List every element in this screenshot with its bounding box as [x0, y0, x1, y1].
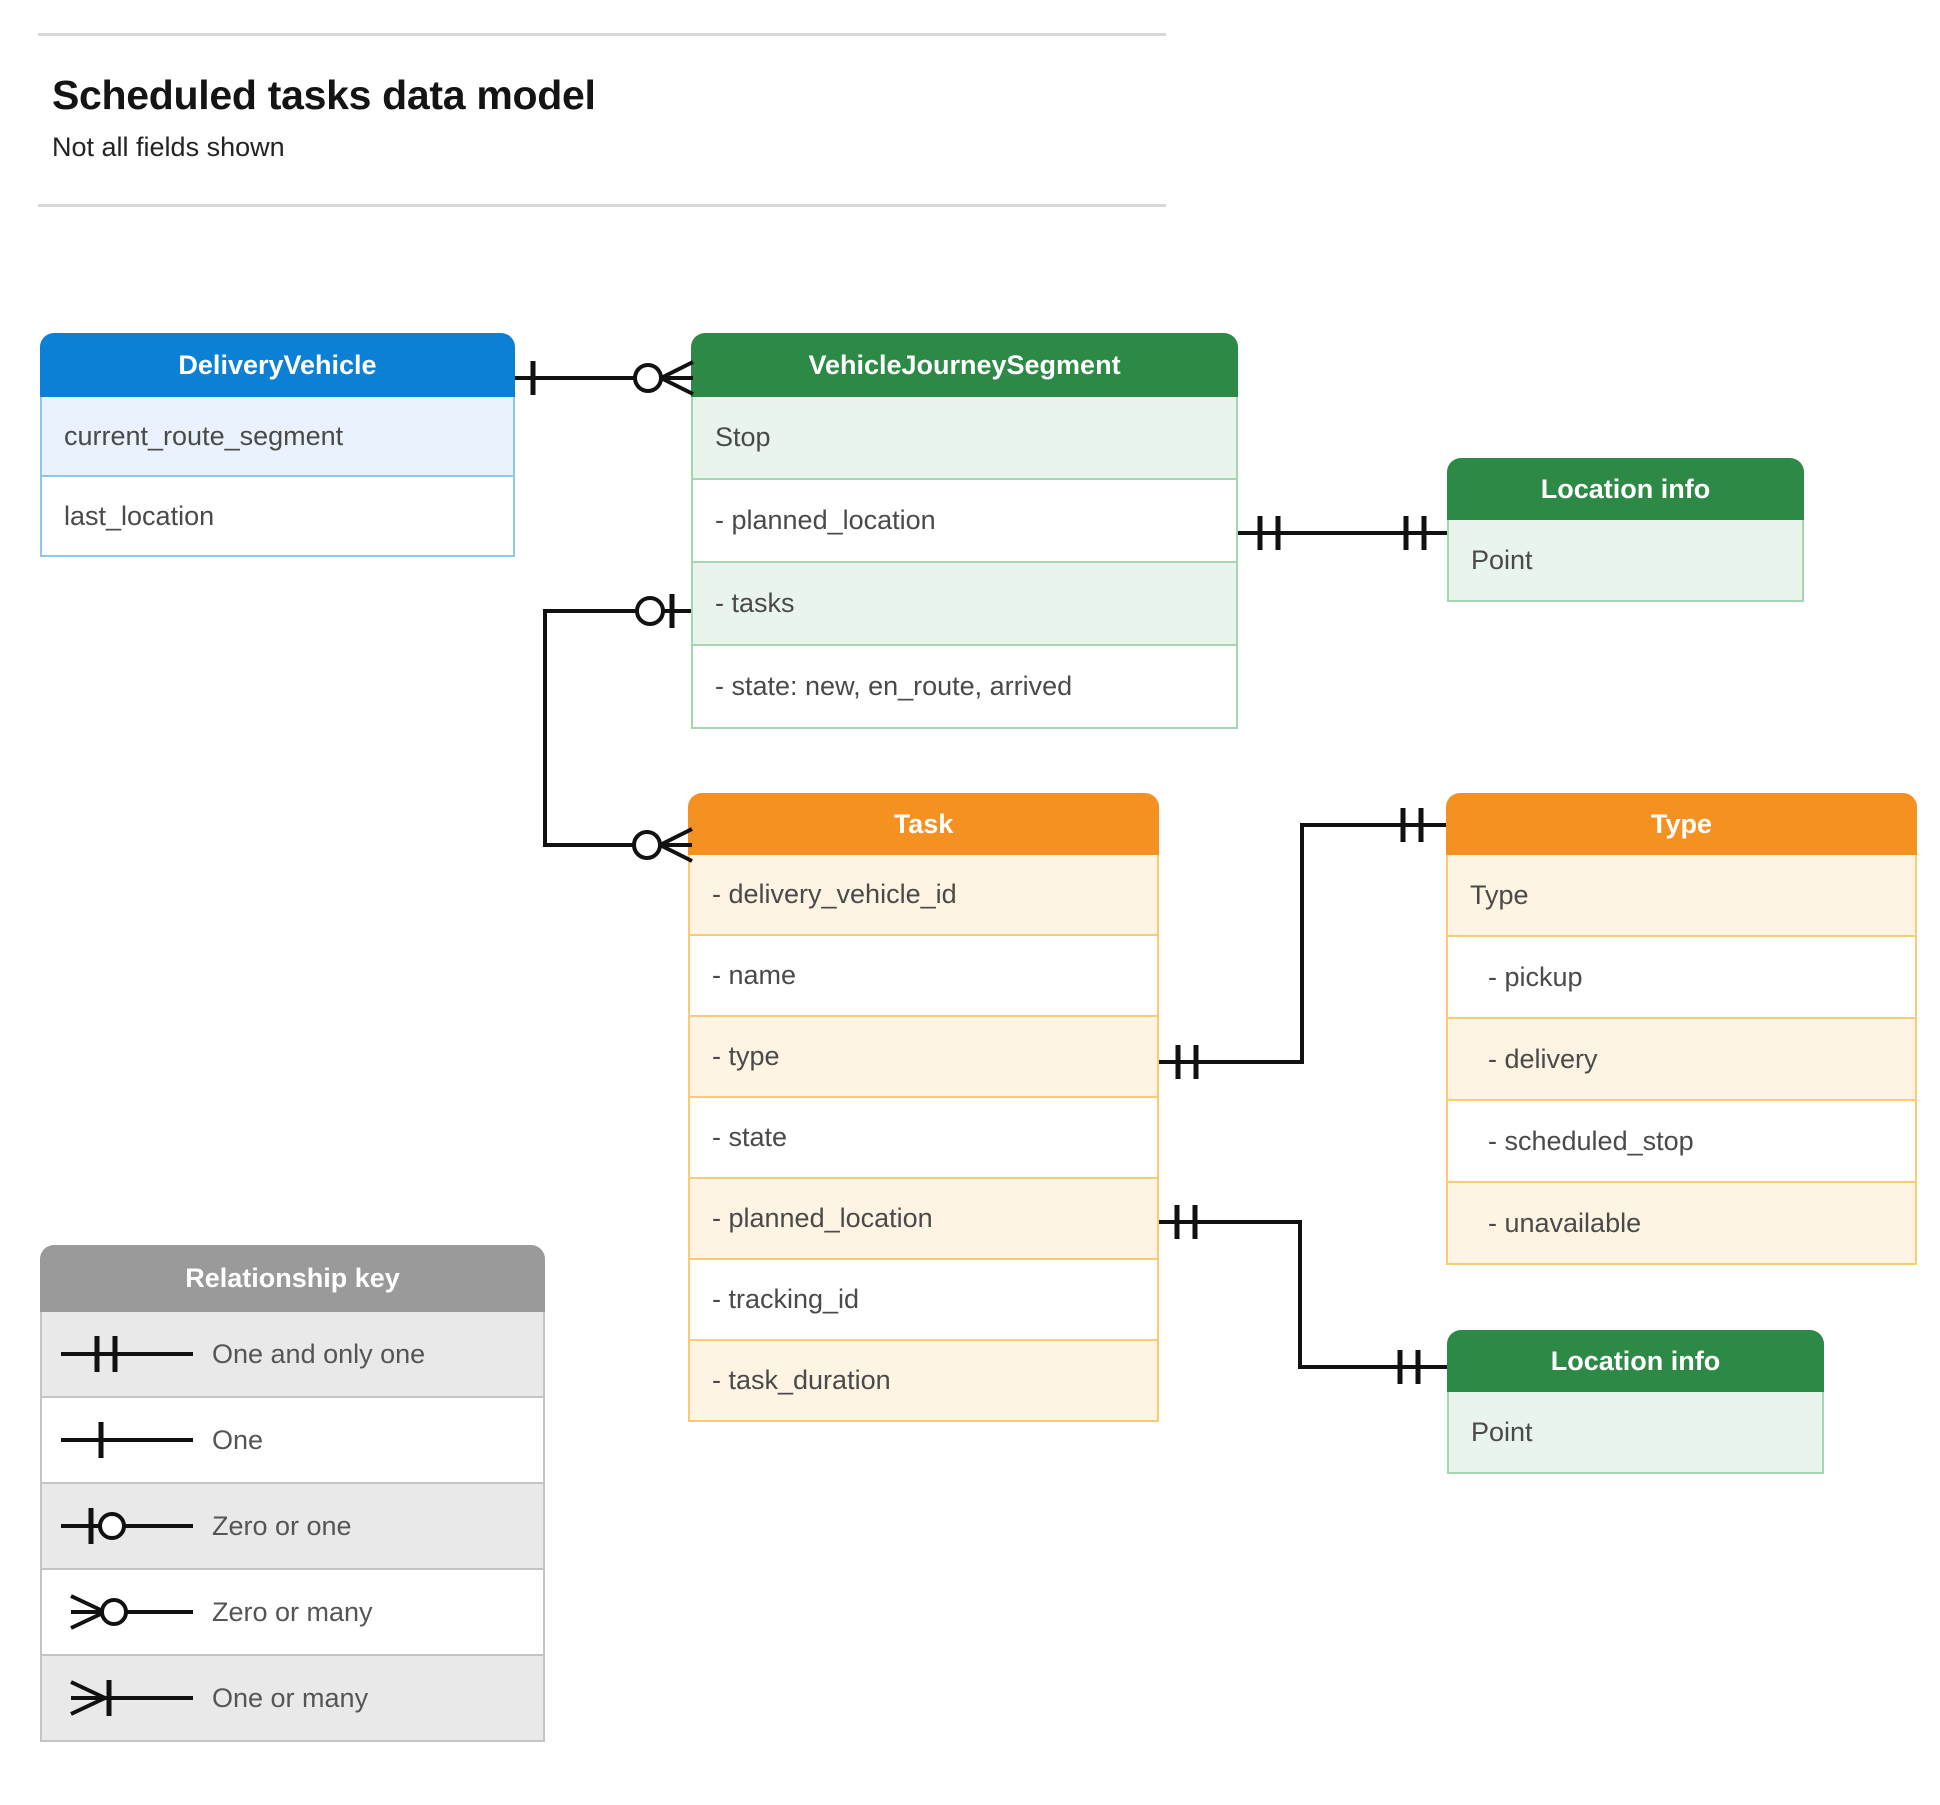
- entity-row: - state: [688, 1098, 1159, 1179]
- entity-row: last_location: [40, 477, 515, 557]
- entity-row: - tracking_id: [688, 1260, 1159, 1341]
- entity-row: - state: new, en_route, arrived: [691, 646, 1238, 729]
- one-or-many-icon: [42, 1673, 212, 1723]
- zero-or-many-icon: [42, 1587, 212, 1637]
- entity-header-location-info-top: Location info: [1447, 458, 1804, 520]
- entity-row: - delivery_vehicle_id: [688, 855, 1159, 936]
- page-subtitle: Not all fields shown: [52, 132, 285, 162]
- one-icon: [42, 1415, 212, 1465]
- legend-row: Zero or one: [40, 1484, 545, 1570]
- entity-type: Type Type - pickup - delivery - schedule…: [1446, 793, 1917, 1265]
- entity-delivery-vehicle: DeliveryVehicle current_route_segment la…: [40, 333, 515, 557]
- connector-planned-location-locationinfo-top: [1238, 516, 1447, 550]
- entity-row: - type: [688, 1017, 1159, 1098]
- entity-row: - pickup: [1446, 937, 1917, 1019]
- entity-row: - unavailable: [1446, 1183, 1917, 1265]
- legend-row: One or many: [40, 1656, 545, 1742]
- entity-header-vehicle-journey-segment: VehicleJourneySegment: [691, 333, 1238, 397]
- entity-row: current_route_segment: [40, 397, 515, 477]
- entity-row: - planned_location: [691, 480, 1238, 563]
- entity-row: - name: [688, 936, 1159, 1017]
- legend-label: One: [212, 1424, 264, 1455]
- entity-row: - task_duration: [688, 1341, 1159, 1422]
- header-divider-top: [38, 33, 1166, 36]
- legend-label: One or many: [212, 1682, 369, 1713]
- entity-header-delivery-vehicle: DeliveryVehicle: [40, 333, 515, 397]
- connector-tasks-task: [543, 594, 693, 863]
- connector-task-planned-location-locationinfo-bottom: [1159, 1205, 1447, 1384]
- entity-row: Point: [1447, 1392, 1824, 1474]
- entity-task: Task - delivery_vehicle_id - name - type…: [688, 793, 1159, 1422]
- entity-row: Point: [1447, 520, 1804, 602]
- entity-location-info-bottom: Location info Point: [1447, 1330, 1824, 1474]
- entity-row: - scheduled_stop: [1446, 1101, 1917, 1183]
- entity-header-location-info-bottom: Location info: [1447, 1330, 1824, 1392]
- connector-task-type: [1159, 808, 1446, 1079]
- legend-label: Zero or one: [212, 1510, 352, 1541]
- legend-row: One: [40, 1398, 545, 1484]
- relationship-key-legend: Relationship key One and only one One: [40, 1245, 545, 1742]
- entity-row: - delivery: [1446, 1019, 1917, 1101]
- entity-row: - tasks: [691, 563, 1238, 646]
- entity-location-info-top: Location info Point: [1447, 458, 1804, 602]
- legend-row: One and only one: [40, 1312, 545, 1398]
- legend-label: One and only one: [212, 1338, 426, 1369]
- entity-row: - planned_location: [688, 1179, 1159, 1260]
- page-title: Scheduled tasks data model: [52, 72, 596, 118]
- legend-row: Zero or many: [40, 1570, 545, 1656]
- entity-vehicle-journey-segment: VehicleJourneySegment Stop - planned_loc…: [691, 333, 1238, 729]
- legend-header: Relationship key: [40, 1245, 545, 1312]
- header-divider-bottom: [38, 204, 1166, 207]
- one-and-only-one-icon: [42, 1329, 212, 1379]
- connector-deliveryvehicle-vehiclejourneysegment: [515, 360, 694, 396]
- entity-row: Type: [1446, 855, 1917, 937]
- legend-label: Zero or many: [212, 1596, 373, 1627]
- zero-or-one-icon: [42, 1501, 212, 1551]
- entity-header-type: Type: [1446, 793, 1917, 855]
- entity-row: Stop: [691, 397, 1238, 480]
- entity-header-task: Task: [688, 793, 1159, 855]
